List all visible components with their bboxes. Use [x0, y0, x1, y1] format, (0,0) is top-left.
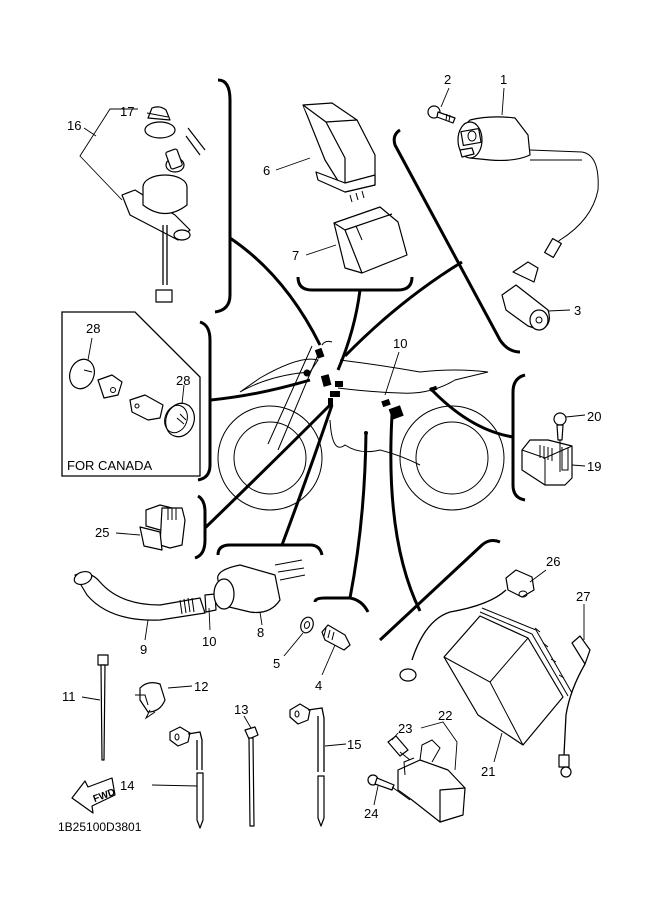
- canada-reflector-box: [61, 311, 201, 477]
- callout-5: 5: [273, 656, 280, 671]
- bracket-coupler: [194, 494, 207, 560]
- neutral-switch: [283, 616, 351, 676]
- relay-unit: [302, 102, 376, 203]
- callout-14: 14: [120, 778, 134, 793]
- callout-10-lower: 10: [202, 634, 216, 649]
- callout-16: 16: [67, 118, 81, 133]
- bracket-main-switch: [214, 78, 232, 314]
- connector-lines: [203, 236, 514, 612]
- callout-15: 15: [347, 737, 361, 752]
- leader-21: [493, 732, 503, 763]
- cable-tie-11: [81, 654, 109, 761]
- leader-26: [529, 569, 547, 583]
- lead-wire-14: [151, 726, 204, 829]
- callout-6: 6: [263, 163, 270, 178]
- main-switch-assembly: [79, 106, 206, 303]
- motorcycle-outline: [217, 340, 505, 511]
- band-13: [243, 715, 259, 827]
- lead-wire-15: [289, 703, 347, 827]
- callout-19: 19: [587, 459, 601, 474]
- callout-2: 2: [444, 72, 451, 87]
- rectifier-regulator: [521, 412, 586, 486]
- leader-9: [144, 619, 149, 641]
- battery-minus-lead: [558, 635, 591, 778]
- bracket-relay: [296, 276, 414, 292]
- callout-20: 20: [587, 409, 601, 424]
- battery: [443, 607, 573, 746]
- callout-3: 3: [574, 303, 581, 318]
- leader-7: [305, 244, 337, 256]
- leader-24: [373, 785, 379, 806]
- harness-protector: [73, 559, 306, 621]
- starter-relay: [367, 735, 466, 823]
- ignition-coil: [457, 116, 599, 331]
- bracket-harness: [216, 543, 324, 556]
- callout-4: 4: [315, 678, 322, 693]
- leader-10-lower: [208, 607, 211, 631]
- callout-22: 22: [438, 708, 452, 723]
- leader-1: [501, 87, 505, 116]
- bracket-battery: [378, 539, 501, 642]
- leader-8: [259, 611, 263, 626]
- region-note-for-canada: FOR CANADA: [67, 458, 153, 473]
- leader-2: [440, 87, 450, 108]
- relay-cover: [333, 206, 408, 274]
- battery-plus-lead: [399, 569, 535, 682]
- bracket-ignition: [392, 128, 521, 354]
- callout-9: 9: [140, 642, 147, 657]
- bracket-regulator: [511, 373, 526, 502]
- callout-23: 23: [398, 721, 412, 736]
- bracket-canada: [197, 320, 212, 482]
- callout-7: 7: [292, 248, 299, 263]
- callout-11: 11: [62, 689, 76, 704]
- callout-8: 8: [257, 625, 264, 640]
- leader-6: [275, 157, 311, 171]
- callout-12: 12: [194, 679, 208, 694]
- callout-24: 24: [364, 806, 378, 821]
- ignition-coil-bolt: [427, 105, 456, 124]
- leader-10-harness: [384, 351, 400, 396]
- reference-code: 1B25100D3801: [58, 820, 142, 834]
- bracket-switch4: [313, 596, 370, 613]
- callout-28-right: 28: [176, 373, 190, 388]
- leader-23: [391, 732, 399, 741]
- fwd-direction-arrow: FWD: [71, 777, 117, 814]
- callout-10-harness: 10: [393, 336, 407, 351]
- clamp-12: [135, 682, 193, 720]
- callout-21: 21: [481, 764, 495, 779]
- leader-22: [420, 721, 458, 771]
- leader-3: [547, 309, 571, 312]
- callout-28-left: 28: [86, 321, 100, 336]
- callout-13: 13: [234, 702, 248, 717]
- callout-26: 26: [546, 554, 560, 569]
- callout-25: 25: [95, 525, 109, 540]
- callout-17: 17: [120, 104, 134, 119]
- coupler: [115, 504, 186, 551]
- callout-1: 1: [500, 72, 507, 87]
- callout-27: 27: [576, 589, 590, 604]
